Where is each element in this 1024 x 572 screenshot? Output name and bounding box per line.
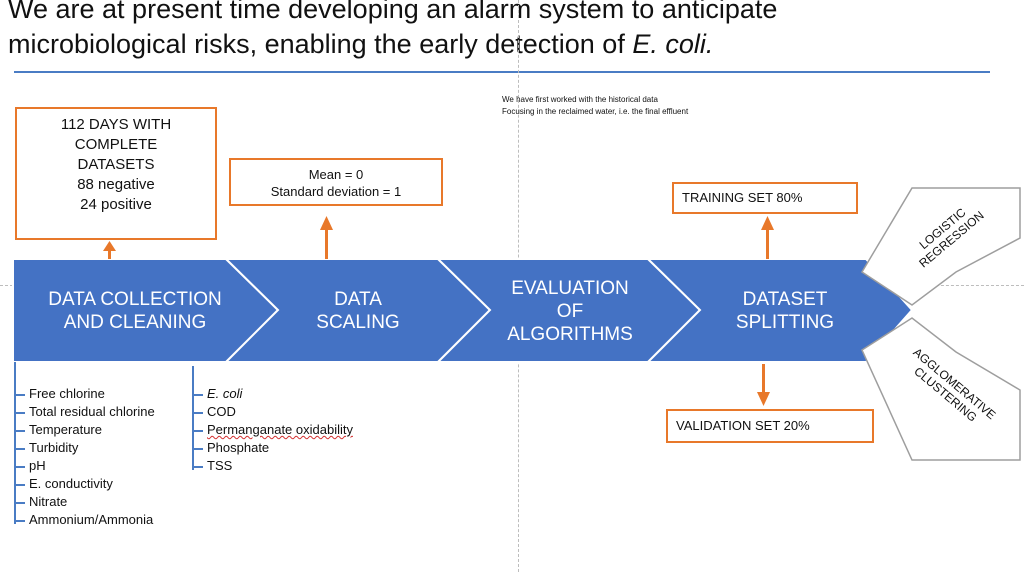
chevron-dataset-splitting <box>645 258 914 363</box>
output-arrow-logistic <box>860 187 1021 306</box>
days-line-2: COMPLETE <box>74 136 158 153</box>
variable-total-residual-chlorine: Total residual chlorine <box>16 403 155 421</box>
output-arrow-clustering <box>861 317 1021 461</box>
variable-permanganate: Permanganate oxidability <box>194 421 353 439</box>
variables-list-left: Free chlorine Total residual chlorine Te… <box>16 385 155 529</box>
days-line-3: DATASETS <box>77 156 155 173</box>
arrow-up-scaling-shaft <box>325 228 328 259</box>
stage-4-line-1: DATASET <box>742 289 828 310</box>
scaling-parameters-box: Mean = 0 Standard deviation = 1 <box>229 158 443 206</box>
validation-set-box: VALIDATION SET 20% <box>666 409 874 443</box>
stage-3-line-2: OF <box>556 301 584 322</box>
variable-temperature: Temperature <box>16 421 155 439</box>
slide-title: We are at present time developing an ala… <box>8 0 1018 62</box>
variable-nitrate: Nitrate <box>16 493 155 511</box>
arrow-up-days-shaft <box>108 250 111 259</box>
days-line-1: 112 DAYS WITH <box>60 116 172 133</box>
stage-evaluation: EVALUATION OF ALGORITHMS <box>490 277 650 346</box>
variable-phosphate: Phosphate <box>194 439 353 457</box>
variable-e-coli: E. coli <box>194 385 353 403</box>
std-label: Standard deviation = 1 <box>270 184 402 199</box>
note-line-1: We have first worked with the historical… <box>502 95 658 104</box>
title-line-1: We are at present time developing an ala… <box>8 0 778 24</box>
right-list-bracket <box>192 366 194 470</box>
days-line-4: 88 negative <box>77 176 155 193</box>
arrow-up-training-shaft <box>766 228 769 259</box>
title-line-2-italic: E. coli. <box>632 29 714 59</box>
variables-list-right: E. coli COD Permanganate oxidability Pho… <box>194 385 353 475</box>
stage-data-scaling: DATA SCALING <box>288 288 428 334</box>
title-line-2-text: microbiological risks, enabling the earl… <box>8 29 633 59</box>
variable-turbidity: Turbidity <box>16 439 155 457</box>
variable-cod: COD <box>194 403 353 421</box>
variable-permanganate-text: Permanganate oxidability <box>207 422 353 437</box>
stage-1-line-2: AND CLEANING <box>63 312 207 333</box>
arrow-up-training-head <box>761 216 774 230</box>
stage-2-line-1: DATA <box>334 289 382 310</box>
variable-free-chlorine: Free chlorine <box>16 385 155 403</box>
days-line-5: 24 positive <box>80 196 152 213</box>
left-list-bracket <box>14 362 16 524</box>
stage-data-collection: DATA COLLECTION AND CLEANING <box>30 288 240 334</box>
stage-3-line-3: ALGORITHMS <box>507 324 633 345</box>
variable-ammonium: Ammonium/Ammonia <box>16 511 155 529</box>
stage-1-line-1: DATA COLLECTION <box>48 289 222 310</box>
historical-data-note: We have first worked with the historical… <box>502 94 688 118</box>
title-underline <box>14 71 990 73</box>
arrow-up-days-head <box>103 241 116 251</box>
training-set-box: TRAINING SET 80% <box>672 182 858 214</box>
arrow-down-validation-head <box>757 392 770 406</box>
mean-label: Mean = 0 <box>308 167 364 182</box>
note-line-2: Focusing in the reclaimed water, i.e. th… <box>502 107 689 116</box>
stage-4-line-2: SPLITTING <box>735 312 835 333</box>
stage-2-line-2: SCALING <box>316 312 400 333</box>
complete-datasets-box: 112 DAYS WITH COMPLETE DATASETS 88 negat… <box>15 107 217 240</box>
variable-e-conductivity: E. conductivity <box>16 475 155 493</box>
arrow-up-scaling-head <box>320 216 333 230</box>
variable-ph: pH <box>16 457 155 475</box>
arrow-down-validation-shaft <box>762 364 765 394</box>
variable-tss: TSS <box>194 457 353 475</box>
title-line-2: microbiological risks, enabling the earl… <box>8 27 1018 62</box>
stage-3-line-1: EVALUATION <box>511 278 629 299</box>
stage-dataset-splitting: DATASET SPLITTING <box>705 288 865 334</box>
